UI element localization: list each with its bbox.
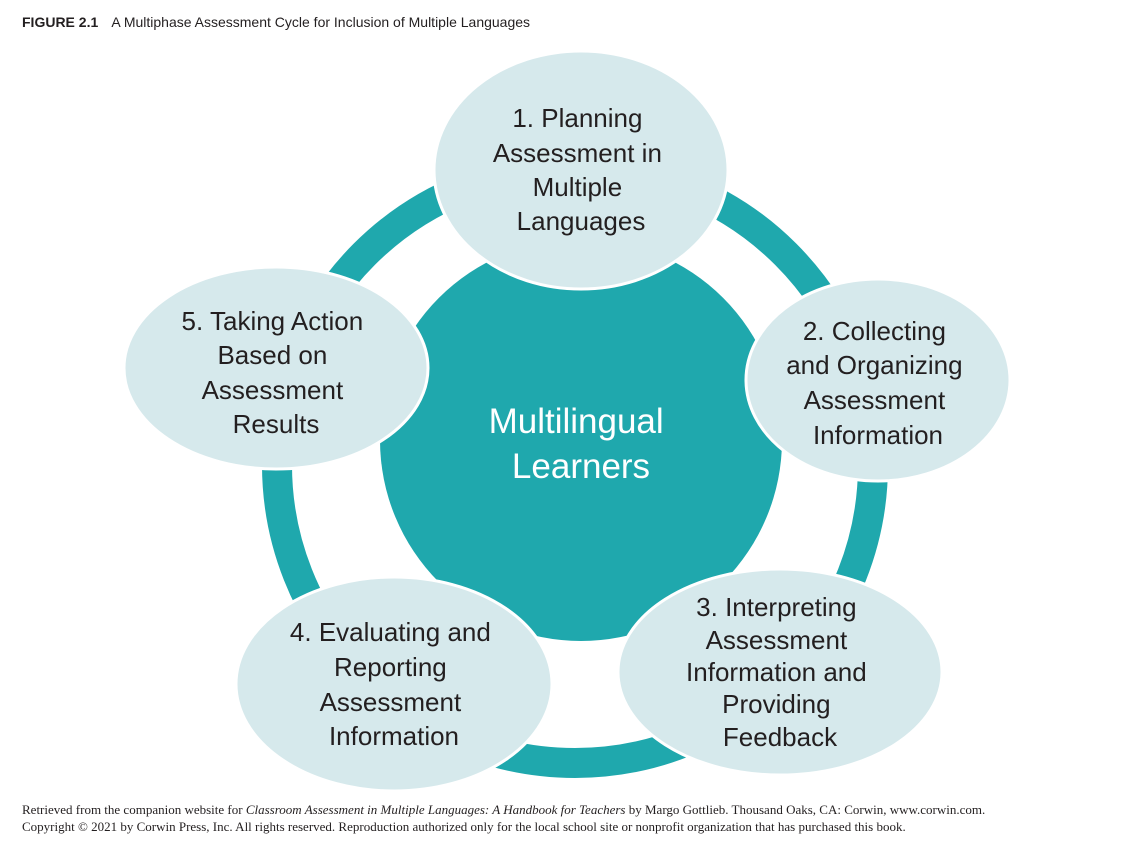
footer-book-title: Classroom Assessment in Multiple Languag… <box>245 802 626 817</box>
node-label-line: Information and <box>686 657 867 687</box>
node-label-line: Assessment <box>202 375 344 405</box>
footer-source-suffix: by Margo Gottlieb. Thousand Oaks, CA: Co… <box>625 802 986 817</box>
footer-line-2: Copyright © 2021 by Corwin Press, Inc. A… <box>22 819 906 834</box>
node-collecting: 2. Collecting and Organizing Assessment … <box>744 277 1012 483</box>
node-planning-ellipse <box>432 49 730 291</box>
center-label-line: Learners <box>512 447 650 486</box>
node-label-line: Information <box>813 420 943 450</box>
node-label-line: 4. Evaluating and <box>290 617 491 647</box>
node-label-line: Assessment <box>804 385 946 415</box>
figure-label: FIGURE 2.1 <box>22 14 99 30</box>
figure-header: FIGURE 2.1 A Multiphase Assessment Cycle… <box>22 14 530 30</box>
node-label-line: Assessment in <box>493 138 662 168</box>
node-taking-action-label: 5. Taking Action Based on Assessment Res… <box>182 306 371 439</box>
node-interpreting: 3. Interpreting Assessment Information a… <box>616 567 944 777</box>
node-label-line: Assessment <box>320 687 462 717</box>
center-circle <box>380 239 782 641</box>
node-label-line: Assessment <box>706 625 848 655</box>
node-interpreting-label: 3. Interpreting Assessment Information a… <box>686 592 874 752</box>
node-label-line: and Organizing <box>786 350 962 380</box>
node-label-line: Providing <box>722 689 830 719</box>
node-evaluating: 4. Evaluating and Reporting Assessment I… <box>234 575 554 793</box>
node-label-line: 5. Taking Action <box>182 306 364 336</box>
node-label-line: Based on <box>217 340 327 370</box>
node-collecting-ellipse <box>744 277 1012 483</box>
center-label: Multilingual Learners <box>489 402 674 486</box>
copyright-footer: Retrieved from the companion website for… <box>22 801 985 835</box>
node-label-line: Languages <box>517 206 646 236</box>
center-label-line: Multilingual <box>489 402 664 441</box>
node-collecting-label: 2. Collecting and Organizing Assessment … <box>786 316 970 450</box>
node-taking-action: 5. Taking Action Based on Assessment Res… <box>122 265 430 471</box>
node-interpreting-ellipse <box>616 567 944 777</box>
node-label-line: Multiple <box>533 172 623 202</box>
node-evaluating-ellipse <box>234 575 554 793</box>
node-label-line: 2. Collecting <box>803 316 946 346</box>
node-label-line: Information <box>329 721 459 751</box>
node-evaluating-label: 4. Evaluating and Reporting Assessment I… <box>290 617 498 751</box>
footer-source-prefix: Retrieved from the companion website for <box>22 802 246 817</box>
node-label-line: Results <box>233 409 320 439</box>
node-planning-label: 1. Planning Assessment in Multiple Langu… <box>493 103 669 236</box>
node-label-line: Reporting <box>334 652 447 682</box>
node-label-line: 1. Planning <box>512 103 642 133</box>
node-label-line: Feedback <box>723 722 838 752</box>
node-taking-action-ellipse <box>122 265 430 471</box>
node-planning: 1. Planning Assessment in Multiple Langu… <box>432 49 730 291</box>
node-label-line: 3. Interpreting <box>696 592 856 622</box>
figure-title: A Multiphase Assessment Cycle for Inclus… <box>111 14 531 30</box>
footer-line-1: Retrieved from the companion website for… <box>22 801 985 818</box>
